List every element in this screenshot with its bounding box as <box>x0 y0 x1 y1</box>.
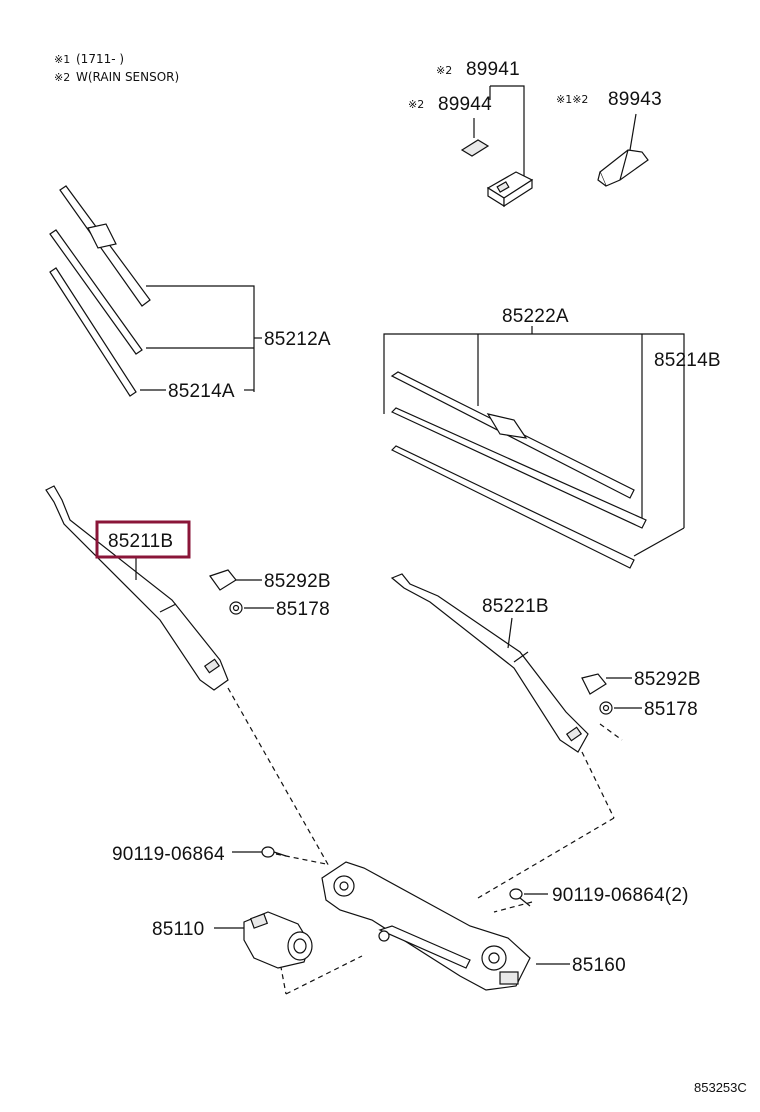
part-89941-group[interactable]: ※2 89941 <box>436 59 534 208</box>
footnote-2-text: W(RAIN SENSOR) <box>76 70 179 84</box>
rod-end-icon <box>378 930 390 942</box>
sensor-pad-icon <box>460 139 490 157</box>
part-89943-label[interactable]: 89943 <box>608 89 662 110</box>
left-wiper-blade-assembly[interactable] <box>49 185 262 397</box>
part-89944-label[interactable]: 89944 <box>438 94 492 115</box>
part-90119-right-label[interactable]: 90119-06864(2) <box>552 885 689 906</box>
part-85110-label[interactable]: 85110 <box>152 919 204 940</box>
leader-85221B <box>507 617 513 649</box>
left-blade-adaptor <box>87 223 117 249</box>
footnote-1-mark: ※1 <box>54 53 70 66</box>
linkage-rod <box>378 925 471 969</box>
footnote-2: ※2 W(RAIN SENSOR) <box>54 70 179 84</box>
right-blade-rubber-b <box>390 445 635 569</box>
right-wiper-blade-assembly[interactable] <box>383 326 685 569</box>
part-89944-mark: ※2 <box>408 98 424 111</box>
part-89943-group[interactable]: ※1※2 89943 <box>556 89 662 187</box>
left-arm-cap-slot <box>203 658 221 674</box>
linkage-frame <box>321 861 531 991</box>
part-85178-left-label[interactable]: 85178 <box>276 599 330 620</box>
bolt-shank-right <box>519 897 531 907</box>
part-89941-label[interactable]: 89941 <box>466 59 520 80</box>
leader-85214B <box>633 527 685 557</box>
left-pivot-icon <box>333 875 355 897</box>
cap-icon-right <box>581 673 607 695</box>
right-blade-rubber-a <box>390 407 647 529</box>
part-89943-mark: ※1※2 <box>556 93 588 106</box>
bolt-head-icon-left <box>261 846 275 858</box>
right-cap-85292B[interactable] <box>581 673 632 695</box>
right-arm-cap-slot <box>565 726 583 742</box>
part-85214A-label[interactable]: 85214A <box>168 381 235 402</box>
right-wiper-arm[interactable] <box>390 573 589 753</box>
leader-85212A-top <box>146 285 255 392</box>
part-85222A-label[interactable]: 85222A <box>502 306 569 327</box>
motor-connector-icon <box>249 913 269 929</box>
bolt-shank-left <box>273 851 287 857</box>
part-85214B-label[interactable]: 85214B <box>654 350 721 371</box>
bolt-90119-left[interactable]: 90119-06864 <box>112 844 287 865</box>
part-85221B-label[interactable]: 85221B <box>482 596 549 617</box>
left-blade-rubber-b <box>49 267 137 397</box>
highlight-box-85211B <box>95 520 191 559</box>
part-85211B-label[interactable]: 85211B <box>108 531 173 552</box>
left-arm-joint <box>159 603 177 613</box>
part-85212A-label[interactable]: 85212A <box>264 329 331 350</box>
part-89944-group[interactable]: ※2 89944 <box>408 94 492 157</box>
left-cap-85292B[interactable] <box>209 569 262 591</box>
right-pivot-icon <box>481 945 507 971</box>
bracket-85222A <box>383 333 685 528</box>
left-nut-85178[interactable] <box>229 601 274 615</box>
part-85292B-left-label[interactable]: 85292B <box>264 571 331 592</box>
mount-bracket-icon <box>499 971 519 985</box>
wiper-linkage-85160[interactable] <box>321 861 570 991</box>
wiper-motor-85110[interactable] <box>214 911 313 969</box>
sensor-cover-icon <box>597 149 649 187</box>
leader-89943 <box>629 113 637 151</box>
footnote-2-mark: ※2 <box>54 71 70 84</box>
bolt-90119-right[interactable]: 90119-06864(2) <box>509 885 689 907</box>
left-wiper-arm[interactable] <box>45 485 229 691</box>
left-blade-rubber-a <box>49 229 143 355</box>
leader-89941 <box>490 85 525 178</box>
nut-icon-left <box>229 601 243 615</box>
bolt-head-icon-right <box>509 888 523 900</box>
part-90119-left-label[interactable]: 90119-06864 <box>112 844 225 865</box>
part-85292B-right-label[interactable]: 85292B <box>634 669 701 690</box>
right-nut-85178[interactable] <box>599 701 642 715</box>
footnote-1: ※1 (1711- ) <box>54 52 124 66</box>
part-89941-mark: ※2 <box>436 64 452 77</box>
right-blade-adaptor <box>486 413 528 439</box>
diagram-code: 853253C <box>694 1080 747 1095</box>
nut-icon-right <box>599 701 613 715</box>
rain-sensor-icon <box>486 171 534 208</box>
right-arm-joint <box>513 651 529 663</box>
part-85160-label[interactable]: 85160 <box>572 955 626 976</box>
part-85178-right-label[interactable]: 85178 <box>644 699 698 720</box>
footnote-1-text: (1711- ) <box>76 52 124 66</box>
cap-icon-left <box>209 569 237 591</box>
motor-cap-icon <box>287 931 313 961</box>
left-arm-body <box>45 485 229 691</box>
